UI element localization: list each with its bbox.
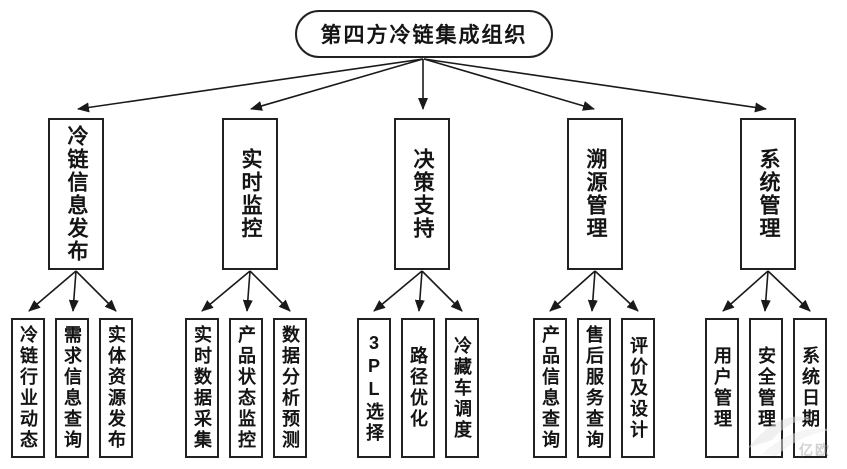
leaf-node-product-status-monitor: 产品状态监控 xyxy=(229,318,263,458)
leaf-node-user-management: 用户管理 xyxy=(705,318,739,458)
leaf-node-reefer-dispatch: 冷藏车调度 xyxy=(445,318,479,458)
leaf-node-product-info-query: 产品信息查询 xyxy=(533,318,567,458)
branch-node-traceability-management: 溯源管理 xyxy=(567,118,623,270)
leaf-node-security-management: 安全管理 xyxy=(749,318,783,458)
leaf-node-realtime-data-collection: 实时数据采集 xyxy=(185,318,219,458)
leaf-node-industry-trends: 冷链行业动态 xyxy=(11,318,45,458)
branch-node-system-management: 系统管理 xyxy=(740,118,796,270)
root-node: 第四方冷链集成组织 xyxy=(295,10,553,58)
leaf-node-evaluation-and-design: 评价及设计 xyxy=(621,318,655,458)
leaf-node-route-optimization: 路径优化 xyxy=(401,318,435,458)
branch-node-decision-support: 决策支持 xyxy=(394,118,450,270)
leaf-node-demand-info-query: 需求信息查询 xyxy=(55,318,89,458)
leaf-node-3pl-selection: 3PL选择 xyxy=(357,318,391,458)
leaf-node-data-analysis-forecast: 数据分析预测 xyxy=(273,318,307,458)
leaf-node-system-date: 系统日期 xyxy=(793,318,827,458)
leaf-node-aftersales-query: 售后服务查询 xyxy=(577,318,611,458)
leaf-node-resource-release: 实体资源发布 xyxy=(99,318,133,458)
branch-node-realtime-monitoring: 实时监控 xyxy=(222,118,278,270)
branch-node-cold-chain-info-release: 冷链信息发布 xyxy=(48,118,104,270)
